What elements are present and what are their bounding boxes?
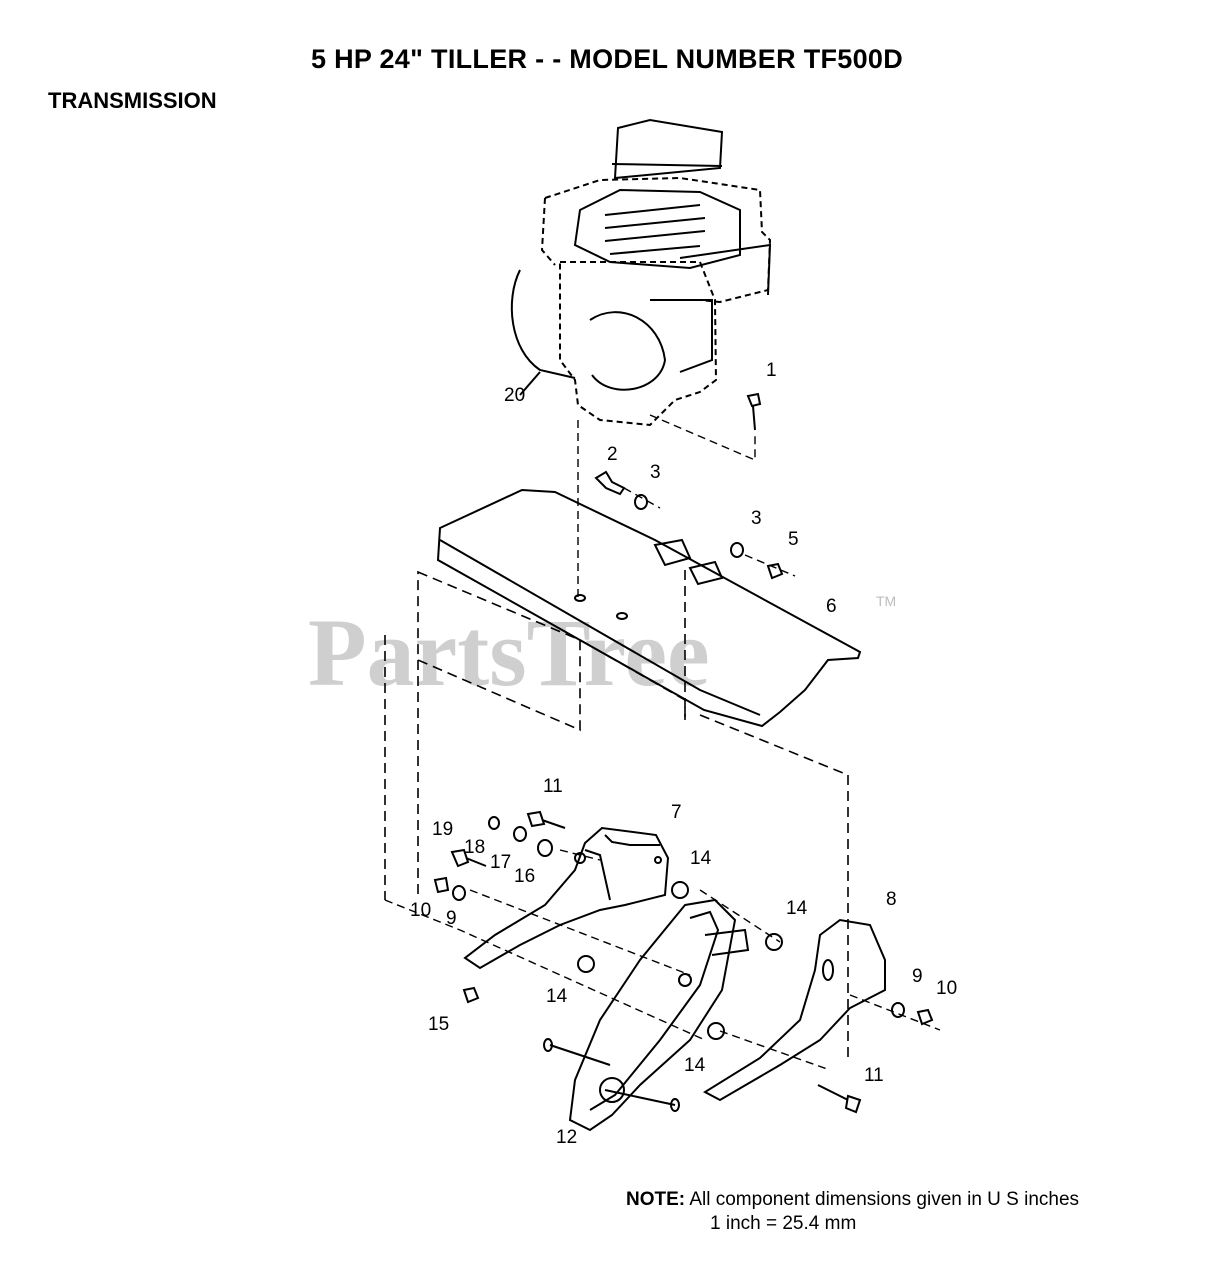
note-label: NOTE: (626, 1189, 686, 1210)
extension-outline (384, 570, 849, 1060)
note-line-2: 1 inch = 25.4 mm (710, 1213, 857, 1234)
callout-10b: 10 (936, 978, 957, 999)
callout-9a: 9 (446, 908, 457, 929)
callout-14c: 14 (546, 986, 568, 1007)
watermark-tm: TM (876, 593, 896, 609)
left-bracket-drawing (463, 826, 670, 970)
callout-1: 1 (766, 360, 777, 381)
hardware-drawing (433, 392, 934, 1114)
callout-19: 19 (432, 819, 453, 840)
engine-drawing (510, 118, 772, 427)
callout-11a: 11 (543, 776, 563, 797)
callout-17: 17 (490, 852, 511, 873)
assembly-lines (384, 414, 941, 1071)
callout-14b: 14 (786, 898, 808, 919)
callout-20: 20 (504, 385, 525, 406)
callout-2: 2 (607, 444, 618, 465)
callout-18: 18 (464, 837, 485, 858)
callout-14d: 14 (684, 1055, 706, 1076)
callout-15: 15 (428, 1014, 449, 1035)
gearcase-drawing (543, 898, 750, 1132)
callout-6: 6 (826, 596, 837, 617)
callout-12: 12 (556, 1127, 577, 1148)
callout-3a: 3 (650, 462, 661, 483)
section-heading: TRANSMISSION (48, 88, 217, 113)
callout-14a: 14 (690, 848, 712, 869)
diagram-title: 5 HP 24" TILLER - - MODEL NUMBER TF500D (310, 44, 904, 74)
callout-5: 5 (788, 529, 799, 550)
right-bracket-drawing (702, 918, 886, 1102)
callout-3b: 3 (751, 508, 762, 529)
callout-8: 8 (886, 889, 897, 910)
callout-7: 7 (671, 802, 682, 823)
callout-11b: 11 (864, 1065, 884, 1086)
callout-9b: 9 (912, 966, 923, 987)
watermark-text: PartsTree (308, 599, 710, 706)
dimensions-note: NOTE: All component dimensions given in … (626, 1188, 1079, 1236)
tine-shield-drawing (436, 488, 862, 728)
callout-10a: 10 (410, 900, 431, 921)
callout-16: 16 (514, 866, 535, 887)
note-line-1: All component dimensions given in U S in… (689, 1189, 1080, 1210)
